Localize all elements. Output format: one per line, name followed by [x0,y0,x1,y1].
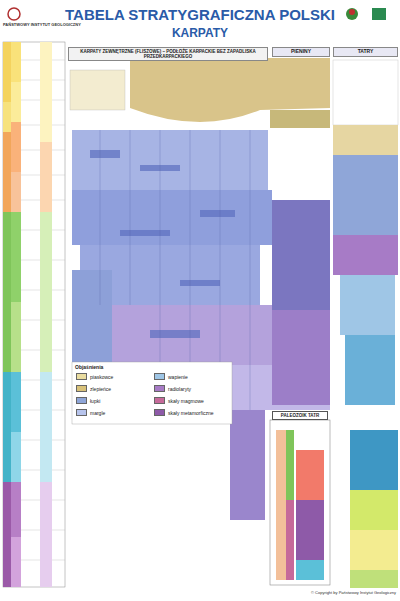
legend-entry: zlepieńce [76,385,111,392]
column-header: PIENINY [272,47,330,57]
legend-entry: łupki [76,397,100,404]
legend-swatch [154,409,165,416]
header-text: KARPATY ZEWNĘTRZNE (FLISZOWE) – PODŁOŻE … [71,49,265,59]
legend-text: łupki [90,398,100,404]
legend-swatch [76,397,87,404]
legend-text: piaskowce [90,374,113,380]
legend-text: wapienie [168,374,188,380]
legend-swatch [154,385,165,392]
note-label: © Copyright by Państwowy Instytut Geolog… [311,590,396,595]
note-label: Objaśnienia [75,364,103,370]
header-text: TATRY [336,49,395,55]
legend-entry: piaskowce [76,373,113,380]
legend-swatch [76,385,87,392]
legend-swatch [76,373,87,380]
column-header: PALEOZOIK TATR [272,411,328,420]
header-text: PIENINY [275,49,327,55]
legend-text: skały metamorficzne [168,410,214,416]
legend-swatch [76,409,87,416]
note-label: PAŃSTWOWY INSTYTUT GEOLOGICZNY [3,22,81,27]
legend-text: zlepieńce [90,386,111,392]
column-header: KARPATY ZEWNĘTRZNE (FLISZOWE) – PODŁOŻE … [68,47,268,61]
legend-swatch [154,397,165,404]
note-label: KARPATY [0,26,400,40]
legend-text: margle [90,410,105,416]
legend-swatch [154,373,165,380]
legend-entry: skały magmowe [154,397,204,404]
legend-entry: wapienie [154,373,188,380]
header-text: PALEOZOIK TATR [275,413,325,418]
legend-entry: radiolaryty [154,385,191,392]
legend-text: radiolaryty [168,386,191,392]
column-header: TATRY [333,47,398,57]
chart-title: TABELA STRATYGRAFICZNA POLSKI [0,6,400,23]
legend-text: skały magmowe [168,398,204,404]
legend-entry: margle [76,409,105,416]
legend-entry: skały metamorficzne [154,409,214,416]
